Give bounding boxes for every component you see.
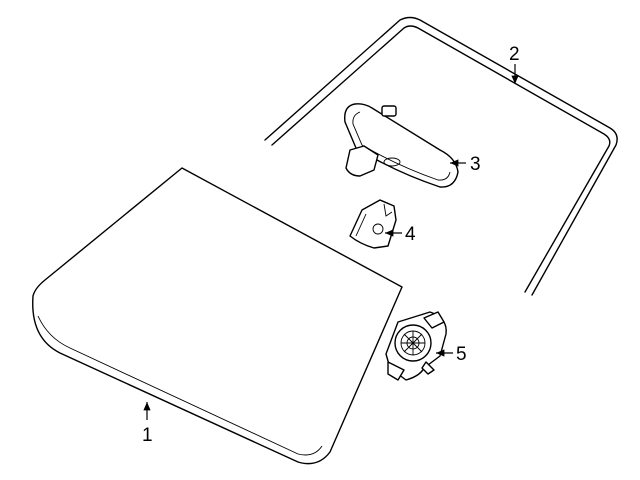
- callout-leaders: [143, 64, 519, 420]
- callout-2: 2: [509, 44, 520, 65]
- callout-1: 1: [142, 425, 153, 446]
- rearview-mirror: [344, 103, 459, 188]
- callout-5: 5: [456, 344, 467, 365]
- callout-3: 3: [470, 154, 481, 175]
- mirror-bracket: [349, 199, 397, 249]
- rain-sensor: [385, 311, 447, 381]
- windshield-glass: [32, 167, 403, 465]
- callout-4: 4: [405, 224, 416, 245]
